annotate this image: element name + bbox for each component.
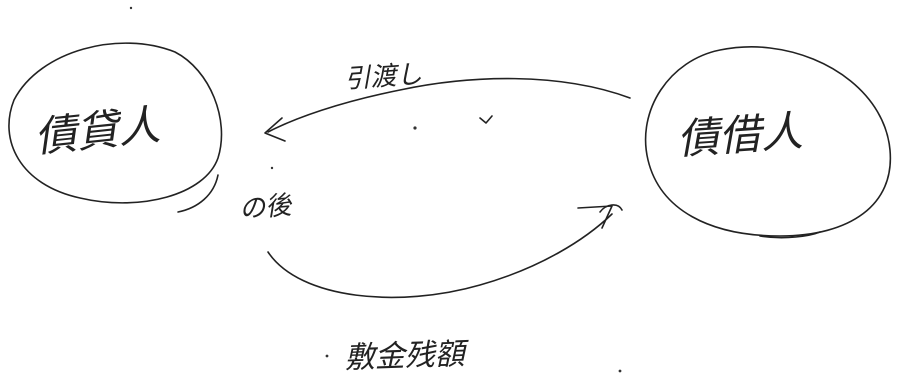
node-lessee: 債借人: [644, 45, 892, 239]
edge-bottom-arrow-head-hook: [599, 204, 623, 213]
stray-mark-top: [129, 6, 133, 10]
edge-top-arrow-head: [264, 117, 286, 142]
footer-dot-left: [325, 354, 329, 358]
node-lessee-label: 債借人: [675, 106, 804, 164]
edge-bottom: の後: [238, 190, 623, 299]
node-lessee-circle: [644, 45, 892, 237]
node-lessor-circle: [8, 42, 223, 204]
footer-dot-right: [618, 369, 622, 373]
footer-label: 敷金残額: [344, 337, 470, 376]
edge-bottom-label: の後: [238, 190, 294, 225]
node-lessor: 債貸人: [8, 42, 223, 213]
edge-top-dot: [413, 126, 417, 130]
node-lessor-circle-tail: [177, 174, 219, 213]
edge-top: 引渡し: [264, 60, 631, 142]
footer-note: 敷金残額: [325, 337, 622, 376]
edge-top-arrow-line: [267, 77, 631, 133]
edge-top-tick: [479, 115, 493, 124]
edge-bottom-arrow-line: [267, 213, 613, 299]
node-lessor-label: 債貸人: [32, 100, 162, 162]
node-lessee-circle-tail: [759, 231, 821, 239]
edge-bottom-arrow-head: [577, 205, 613, 229]
edge-top-label: 引渡し: [343, 60, 423, 95]
stray-mark-mid: [270, 166, 274, 170]
